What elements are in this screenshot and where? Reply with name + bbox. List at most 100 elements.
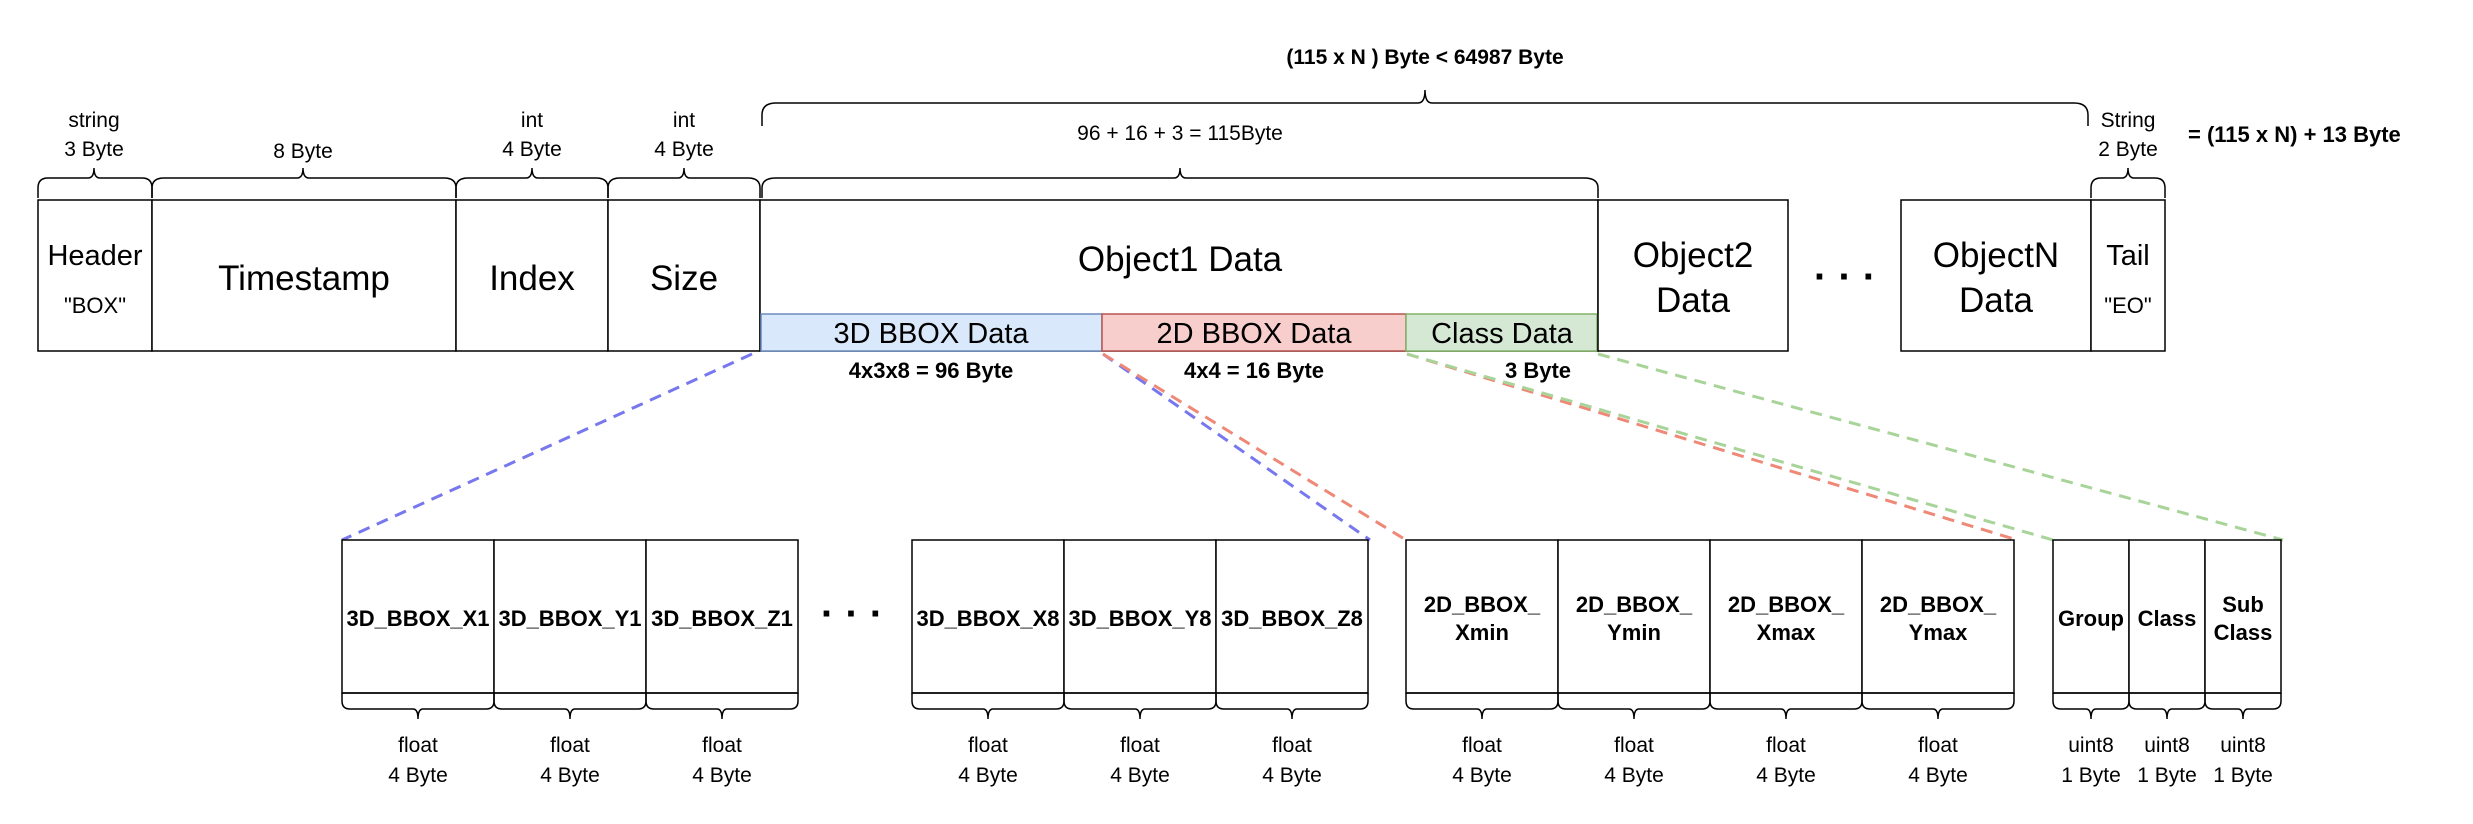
connector-2d-right — [1406, 352, 2018, 542]
object2-line1: Object2 — [1633, 236, 1754, 275]
field3d-1-brace — [493, 693, 647, 720]
field2d-1: 2D_BBOX_ Ymin float 4 Byte — [1557, 539, 1711, 787]
total-result: = (115 x N) + 13 Byte — [2188, 122, 2401, 147]
index-type: int — [521, 109, 543, 132]
field3d-4-brace — [1063, 693, 1217, 720]
field2d-1-label-line1: 2D_BBOX_ — [1576, 592, 1693, 617]
field2d-3-size: 4 Byte — [1908, 764, 1968, 787]
tail-field: Tail "EO" — [2090, 199, 2166, 352]
field3d-1-type: float — [550, 734, 590, 757]
field3d-4-size: 4 Byte — [1110, 764, 1170, 787]
index-brace — [455, 167, 609, 198]
connector-class-right — [1597, 352, 2284, 542]
field3d-5-label: 3D_BBOX_Z8 — [1221, 606, 1363, 631]
timestamp-brace — [151, 167, 457, 198]
fieldclass-0-type: uint8 — [2068, 734, 2114, 757]
field3d-4-label: 3D_BBOX_Y8 — [1068, 606, 1211, 631]
field3d-0-size: 4 Byte — [388, 764, 448, 787]
class-data-label: Class Data — [1431, 318, 1574, 350]
field3d-2-size: 4 Byte — [692, 764, 752, 787]
connector-3d-left — [341, 352, 753, 542]
total-size-note: (115 x N ) Byte < 64987 Byte — [1286, 46, 1563, 69]
object2-field: Object2 Data — [1597, 199, 1789, 352]
header-label: Header — [47, 240, 142, 272]
field2d-0-size: 4 Byte — [1452, 764, 1512, 787]
field2d-3-brace — [1861, 693, 2015, 720]
bbox3d-label: 3D BBOX Data — [833, 318, 1029, 350]
field2d-0-type: float — [1462, 734, 1502, 757]
field3d-3-brace — [911, 693, 1065, 720]
field3d-0-type: float — [398, 734, 438, 757]
fieldclass-0-label: Group — [2058, 606, 2124, 631]
class-data-section: Class Data — [1405, 313, 1598, 352]
field2d-3-label-line2: Ymax — [1909, 620, 1968, 645]
field2d-2-brace — [1709, 693, 1863, 720]
field2d-0-label-line1: 2D_BBOX_ — [1424, 592, 1541, 617]
fieldclass-1-brace — [2128, 693, 2206, 720]
size-field: Size — [607, 199, 761, 352]
header-field: Header "BOX" — [37, 199, 153, 352]
object-ellipsis: · · · — [1814, 255, 1876, 299]
header-value: "BOX" — [64, 293, 126, 318]
field3d-5-brace — [1215, 693, 1369, 720]
object-size-note: 96 + 16 + 3 = 115Byte — [1077, 122, 1283, 145]
fieldclass-2-label-line2: Class — [2214, 620, 2273, 645]
size-size: 4 Byte — [654, 138, 714, 161]
field2d-1-type: float — [1614, 734, 1654, 757]
bbox3d-size: 4x3x8 = 96 Byte — [849, 358, 1014, 383]
fieldclass-2-size: 1 Byte — [2213, 764, 2273, 787]
field2d-0-label-line2: Xmin — [1455, 620, 1509, 645]
field3d-3-type: float — [968, 734, 1008, 757]
tail-label: Tail — [2106, 240, 2150, 272]
fieldclass-0-size: 1 Byte — [2061, 764, 2121, 787]
bbox2d-size: 4x4 = 16 Byte — [1184, 358, 1324, 383]
field2d-0-brace — [1405, 693, 1559, 720]
objectN-field: ObjectN Data — [1900, 199, 2092, 352]
object1-brace — [761, 167, 1599, 198]
field3d-2-type: float — [702, 734, 742, 757]
fieldclass-1-type: uint8 — [2144, 734, 2190, 757]
bbox3d-section: 3D BBOX Data — [760, 313, 1103, 352]
field3d-5-size: 4 Byte — [1262, 764, 1322, 787]
objectN-line1: ObjectN — [1933, 236, 2059, 275]
size-label: Size — [650, 259, 718, 298]
fields3d-ellipsis: · · · — [821, 592, 883, 636]
header-brace — [37, 167, 153, 198]
bbox2d-detail: 2D_BBOX_ Xmin float 4 Byte 2D_BBOX_ Ymin float… — [1405, 539, 2015, 787]
field3d-0-label: 3D_BBOX_X1 — [346, 606, 489, 631]
field2d-0: 2D_BBOX_ Xmin float 4 Byte — [1405, 539, 1559, 787]
fieldclass-0: Group uint8 1 Byte — [2052, 539, 2130, 787]
field3d-2-brace — [645, 693, 799, 720]
total-brace — [761, 89, 2089, 126]
fieldclass-0-brace — [2052, 693, 2130, 720]
field2d-1-brace — [1557, 693, 1711, 720]
tail-brace — [2090, 167, 2166, 198]
field2d-3-type: float — [1918, 734, 1958, 757]
connector-class-left — [1406, 352, 2054, 542]
field3d-3-size: 4 Byte — [958, 764, 1018, 787]
field2d-1-label-line2: Ymin — [1607, 620, 1661, 645]
objectN-line2: Data — [1959, 281, 2033, 320]
field2d-1-size: 4 Byte — [1604, 764, 1664, 787]
field3d-3-label: 3D_BBOX_X8 — [916, 606, 1059, 631]
fieldclass-2-type: uint8 — [2220, 734, 2266, 757]
fieldclass-2-label-line1: Sub — [2222, 592, 2264, 617]
bbox2d-section: 2D BBOX Data — [1101, 313, 1407, 352]
header-type: string — [68, 109, 119, 132]
index-label: Index — [489, 259, 575, 298]
field3d-1-label: 3D_BBOX_Y1 — [498, 606, 641, 631]
index-size: 4 Byte — [502, 138, 562, 161]
index-field: Index — [455, 199, 609, 352]
fieldclass-1-label: Class — [2138, 606, 2197, 631]
